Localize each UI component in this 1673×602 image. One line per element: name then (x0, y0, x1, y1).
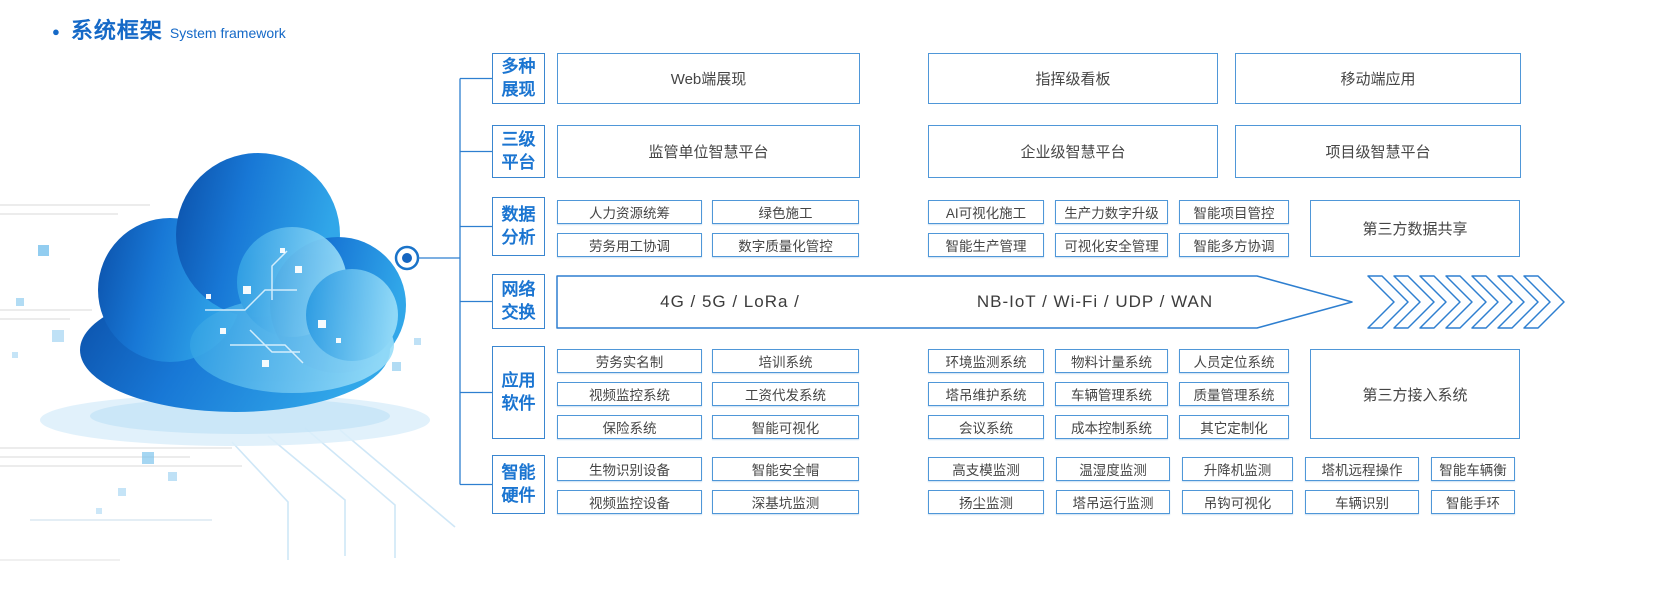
framework-node: 生物识别设备 (557, 457, 702, 481)
data-analysis-left-grid: 人力资源统筹 绿色施工 劳务用工协调 数字质量化管控 (557, 200, 859, 257)
framework-node: 升降机监测 (1182, 457, 1293, 481)
framework-node: 智能生产管理 (928, 233, 1044, 257)
framework-node: AI可视化施工 (928, 200, 1044, 224)
row-label-line: 网络 (501, 279, 536, 299)
framework-node: 智能安全帽 (712, 457, 859, 481)
network-arrow-box (556, 275, 1353, 329)
framework-node: 生产力数字升级 (1055, 200, 1168, 224)
framework-node: 会议系统 (928, 415, 1044, 439)
framework-node: 智能车辆衡 (1431, 457, 1515, 481)
framework-node: 智能手环 (1431, 490, 1515, 514)
framework-node: 塔吊维护系统 (928, 382, 1044, 406)
framework-node: 塔吊运行监测 (1056, 490, 1170, 514)
row-label-line: 交换 (501, 302, 536, 322)
framework-node: 车辆识别 (1305, 490, 1419, 514)
framework-node: 高支模监测 (928, 457, 1044, 481)
framework-node: 温湿度监测 (1056, 457, 1170, 481)
row-label-display: 多种 展现 (492, 53, 545, 104)
title-zh: 系统框架 (70, 18, 163, 43)
framework-node: 项目级智慧平台 (1235, 125, 1521, 178)
row-label-line: 智能 (501, 462, 536, 482)
row-label-line: 三级 (501, 129, 536, 149)
smart-hardware-left-grid: 生物识别设备 智能安全帽 视频监控设备 深基坑监测 (557, 457, 859, 514)
third-party-data-share-node: 第三方数据共享 (1310, 200, 1520, 257)
framework-node: 移动端应用 (1235, 53, 1521, 104)
framework-node: 视频监控设备 (557, 490, 702, 514)
app-software-left-grid: 劳务实名制 培训系统 视频监控系统 工资代发系统 保险系统 智能可视化 (557, 349, 859, 439)
framework-node: 车辆管理系统 (1055, 382, 1168, 406)
framework-node: 其它定制化 (1179, 415, 1289, 439)
row-label-platform: 三级 平台 (492, 125, 545, 178)
third-party-access-node: 第三方接入系统 (1310, 349, 1520, 439)
row-label-line: 数据 (501, 204, 536, 224)
app-software-right-grid: 环境监测系统 物料计量系统 人员定位系统 塔吊维护系统 车辆管理系统 质量管理系… (928, 349, 1289, 439)
row-label-smart-hardware: 智能 硬件 (492, 455, 545, 514)
framework-node: 数字质量化管控 (712, 233, 859, 257)
framework-node: 指挥级看板 (928, 53, 1218, 104)
row-label-line: 分析 (501, 227, 536, 247)
page-title: ● 系统框架 System framework (52, 13, 286, 45)
framework-node: 劳务用工协调 (557, 233, 702, 257)
row-label-line: 应用 (501, 370, 536, 390)
framework-node: 培训系统 (712, 349, 859, 373)
framework-node: 扬尘监测 (928, 490, 1044, 514)
bullet-icon: ● (52, 24, 60, 39)
framework-node: 智能可视化 (712, 415, 859, 439)
framework-node: 人员定位系统 (1179, 349, 1289, 373)
framework-node: 智能项目管控 (1179, 200, 1289, 224)
network-protocols-right: NB-IoT / Wi-Fi / UDP / WAN (976, 292, 1214, 311)
framework-node: 可视化安全管理 (1055, 233, 1168, 257)
framework-node: Web端展现 (557, 53, 860, 104)
cloud-illustration (80, 153, 406, 412)
framework-node: 成本控制系统 (1055, 415, 1168, 439)
row-label-data-analysis: 数据 分析 (492, 197, 545, 256)
smart-hardware-right-grid: 高支模监测 温湿度监测 升降机监测 塔机远程操作 智能车辆衡 扬尘监测 塔吊运行… (928, 457, 1515, 514)
chevron-arrows (1367, 275, 1565, 329)
framework-node: 环境监测系统 (928, 349, 1044, 373)
row-label-line: 展现 (501, 79, 536, 99)
trace-lines (231, 427, 456, 560)
title-en: System framework (169, 25, 286, 41)
framework-node: 监管单位智慧平台 (557, 125, 860, 178)
cloud-shadow (40, 394, 430, 446)
data-analysis-right-grid: AI可视化施工 生产力数字升级 智能项目管控 智能生产管理 可视化安全管理 智能… (928, 200, 1289, 257)
row-label-network: 网络 交换 (492, 274, 545, 329)
framework-node: 企业级智慧平台 (928, 125, 1218, 178)
framework-node: 智能多方协调 (1179, 233, 1289, 257)
framework-node: 人力资源统筹 (557, 200, 702, 224)
row-label-line: 硬件 (501, 485, 536, 505)
framework-node: 视频监控系统 (557, 382, 702, 406)
circuit-pattern (0, 204, 242, 561)
row-label-line: 软件 (501, 393, 536, 413)
framework-node: 工资代发系统 (712, 382, 859, 406)
framework-node: 物料计量系统 (1055, 349, 1168, 373)
row-label-app-software: 应用 软件 (492, 346, 545, 439)
cloud-connector-dot (394, 245, 420, 271)
network-protocols-left: 4G / 5G / LoRa / (660, 292, 800, 311)
framework-node: 保险系统 (557, 415, 702, 439)
row-label-line: 平台 (501, 152, 536, 172)
framework-node: 深基坑监测 (712, 490, 859, 514)
connector-lines (418, 77, 492, 486)
framework-node: 劳务实名制 (557, 349, 702, 373)
framework-node: 吊钩可视化 (1182, 490, 1293, 514)
framework-node: 绿色施工 (712, 200, 859, 224)
framework-node: 塔机远程操作 (1305, 457, 1419, 481)
row-label-line: 多种 (501, 56, 536, 76)
framework-node: 质量管理系统 (1179, 382, 1289, 406)
pixel-squares (12, 245, 421, 514)
